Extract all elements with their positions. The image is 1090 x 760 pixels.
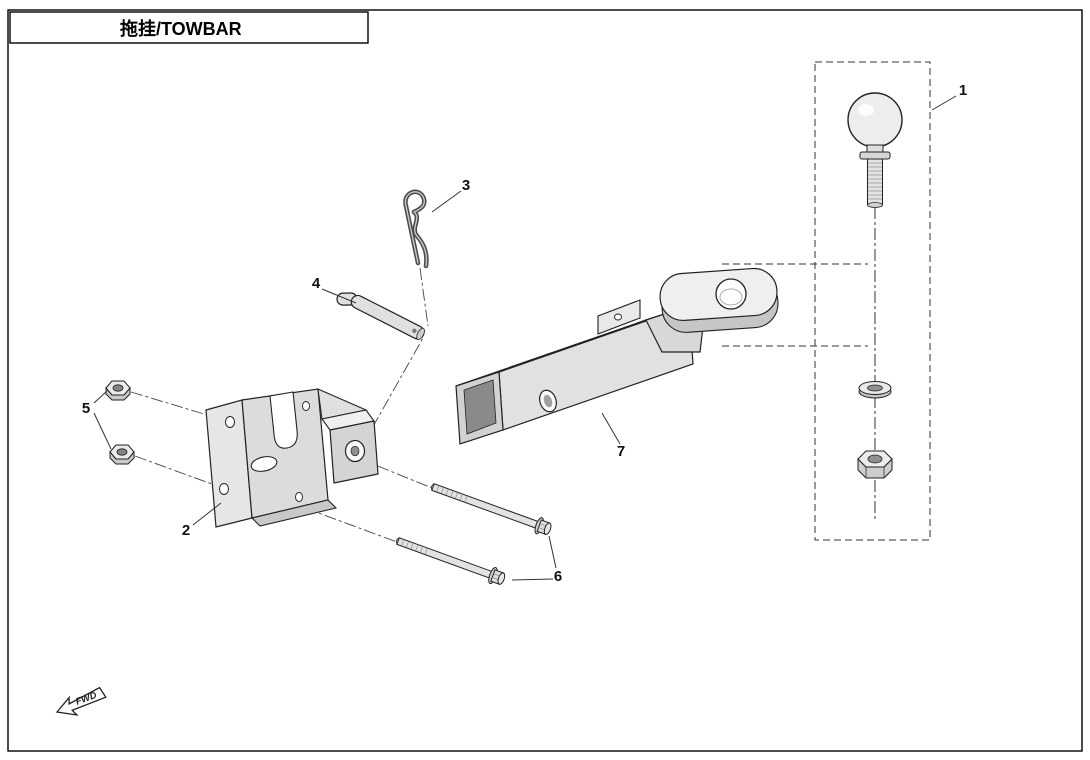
part-label-7: 7 — [617, 443, 625, 460]
part1-hitch-ball-assembly — [847, 92, 903, 479]
ball-mount-hole — [715, 278, 747, 310]
page-frame — [7, 9, 1083, 752]
leader-4 — [321, 288, 357, 304]
fwd-arrow-icon — [55, 686, 107, 716]
shaft-end — [867, 202, 883, 208]
page-title: 拖挂/TOWBAR — [120, 18, 242, 39]
flange-hole-top — [225, 416, 235, 428]
part-label-4: 4 — [312, 275, 321, 292]
dashed-group-box — [814, 61, 931, 541]
pin-shaft — [350, 294, 425, 340]
title-box — [9, 11, 369, 44]
bracket-bottom-flange — [250, 499, 338, 527]
part-labels: 1 2 3 4 5 6 7 — [82, 82, 967, 585]
part2-mounting-bracket — [205, 388, 379, 528]
bracket-hole-1 — [302, 401, 310, 411]
part-label-5: 5 — [82, 400, 90, 417]
part-label-6: 6 — [554, 568, 562, 585]
hitch-ball — [847, 92, 903, 148]
ball-threaded-shaft — [867, 158, 883, 206]
leader-3 — [431, 190, 462, 213]
part-label-2: 2 — [182, 522, 190, 539]
title-block: 拖挂/TOWBAR — [9, 11, 369, 44]
pin-end — [416, 327, 425, 341]
clip-axis — [419, 267, 429, 327]
part6-bolts — [395, 483, 552, 585]
bolt1-threads — [436, 485, 468, 502]
flange-nut-b — [109, 444, 135, 465]
ball-flange — [859, 151, 891, 160]
bolt2-axis — [304, 507, 398, 543]
leader-6b — [511, 578, 554, 581]
part4-clevis-pin — [336, 292, 425, 341]
washer — [858, 381, 892, 399]
nut-b-axis — [134, 455, 221, 488]
receiver-box-hole-inner — [350, 445, 360, 457]
leader-2 — [192, 502, 222, 526]
bracket-u-cutout — [269, 391, 298, 449]
tube-open-end-hollow — [463, 379, 497, 435]
leader-7 — [601, 412, 621, 445]
part-label-1: 1 — [959, 82, 967, 99]
bracket-slot — [250, 456, 278, 472]
flange-hole-bottom — [219, 483, 229, 495]
leader-5b — [93, 412, 112, 450]
bolt1-axis — [357, 457, 433, 489]
bolt-1 — [430, 483, 552, 536]
leader-1 — [931, 95, 957, 111]
flange-nut-a — [105, 380, 131, 401]
leader-5a — [93, 390, 108, 404]
bolt-2 — [395, 537, 506, 585]
part3-r-clip — [403, 189, 429, 269]
part5-flange-nuts — [105, 380, 135, 465]
ball-mount-hole-inner — [719, 288, 743, 306]
shaft-threads — [868, 162, 882, 200]
pin-clip-hole — [412, 328, 417, 333]
tube-pin-hole — [539, 389, 557, 413]
leader-lines — [93, 95, 957, 581]
bracket-hole-2 — [295, 492, 303, 502]
hex-nut — [857, 450, 893, 479]
alignment-lines — [130, 267, 433, 543]
ball-highlight — [858, 104, 874, 116]
fwd-indicator: FWD — [55, 686, 107, 716]
leader-6a — [548, 535, 557, 569]
chain-tab — [597, 299, 641, 335]
bolt2-threads — [401, 539, 428, 555]
part-label-3: 3 — [462, 177, 470, 194]
part7-towbar-beam — [455, 267, 779, 445]
